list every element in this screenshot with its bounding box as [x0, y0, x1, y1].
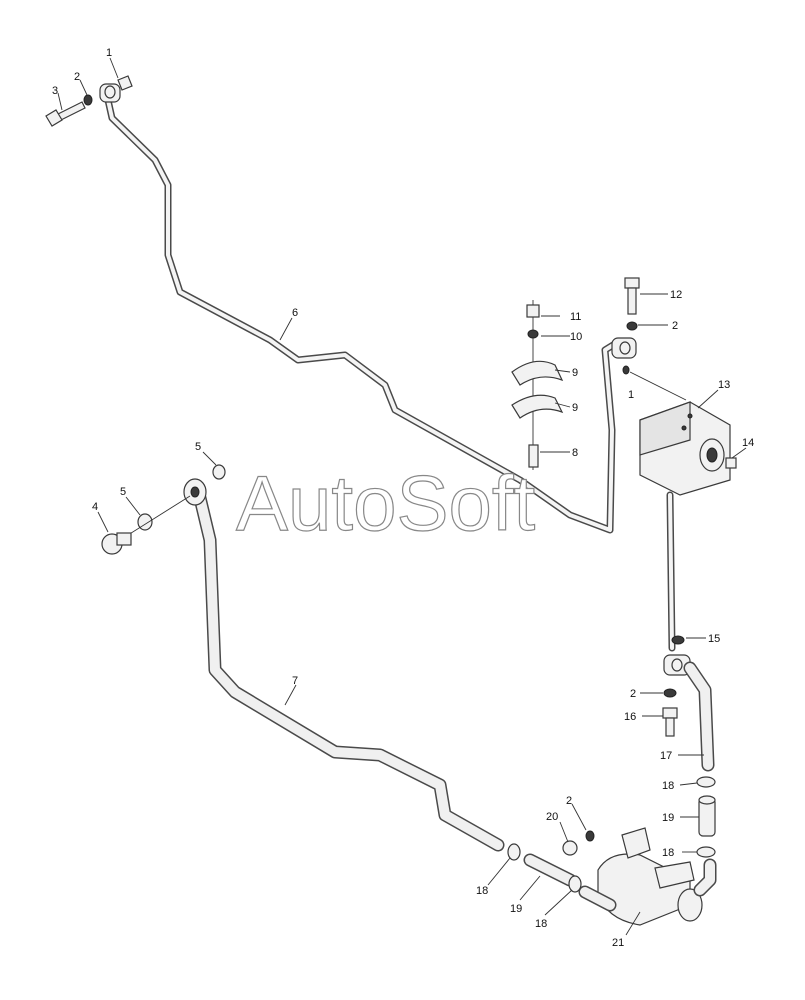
- clamp-18-lower-mid: [568, 875, 582, 893]
- callout-9-upper: 9: [572, 367, 578, 379]
- callout-12: 12: [670, 289, 682, 301]
- bolt-12: [624, 277, 640, 315]
- callout-17: 17: [660, 750, 672, 762]
- callout-2-tank: 2: [566, 795, 572, 807]
- bolt-20: [562, 830, 595, 856]
- callout-5-left: 5: [120, 486, 126, 498]
- pipe-6: [104, 96, 622, 534]
- callout-9-lower: 9: [572, 402, 578, 414]
- callout-19-right: 19: [662, 812, 674, 824]
- watermark-text: AutoSoft: [236, 459, 536, 547]
- callout-15: 15: [708, 633, 720, 645]
- callout-21: 21: [612, 937, 624, 949]
- oil-tank-21: [597, 827, 717, 926]
- callout-8: 8: [572, 447, 578, 459]
- callout-11: 11: [570, 311, 581, 323]
- callout-19-lower: 19: [510, 903, 522, 915]
- hose-17: [683, 661, 715, 772]
- clamp-18-lower-left: [507, 843, 521, 861]
- callout-1-pump: 1: [628, 389, 634, 401]
- callout-20: 20: [546, 811, 558, 823]
- clamp-18-upper: [696, 776, 716, 788]
- fitting-14: [725, 457, 737, 469]
- bolt-16: [662, 707, 678, 737]
- washer-2-top-left: [83, 94, 93, 106]
- clamp-18-right-lower: [696, 846, 716, 858]
- callout-1-top-left: 1: [106, 47, 112, 59]
- leader-lines: [57, 57, 747, 936]
- callout-2-top-left: 2: [74, 71, 80, 83]
- washer-5-right: [212, 464, 226, 480]
- callout-16: 16: [624, 711, 636, 723]
- callout-6: 6: [292, 307, 298, 319]
- bolt-4: [101, 495, 191, 555]
- callout-5-right: 5: [195, 441, 201, 453]
- banjo-fitting-pipe-7: [183, 478, 207, 506]
- tube-19-right: [698, 795, 716, 837]
- callout-18-lower-mid: 18: [535, 918, 547, 930]
- callout-18-lower-left: 18: [476, 885, 488, 897]
- callout-7: 7: [292, 675, 298, 687]
- banjo-fitting-lower-right: [663, 635, 691, 676]
- callout-10: 10: [570, 331, 582, 343]
- pump-outlet-pipe: [666, 491, 676, 652]
- pipe-7: [193, 491, 505, 852]
- washer-2-lower: [663, 688, 677, 698]
- callout-18-upper: 18: [662, 780, 674, 792]
- callout-13: 13: [718, 379, 730, 391]
- callout-18-right-lower: 18: [662, 847, 674, 859]
- callout-3: 3: [52, 85, 58, 97]
- banjo-fitting-pump: [611, 337, 637, 375]
- callout-14: 14: [742, 437, 754, 449]
- pump-13: [639, 401, 731, 496]
- callout-2-pump: 2: [672, 320, 678, 332]
- callout-2-lower: 2: [630, 688, 636, 700]
- callout-4: 4: [92, 501, 98, 513]
- tube-19-lower: [523, 853, 577, 887]
- banjo-fitting-top-left: [99, 75, 133, 103]
- washer-2-pump: [626, 321, 638, 331]
- bolt-3: [45, 101, 86, 127]
- tank-inlet-hose: [578, 885, 617, 912]
- clamp-assembly: [511, 300, 564, 470]
